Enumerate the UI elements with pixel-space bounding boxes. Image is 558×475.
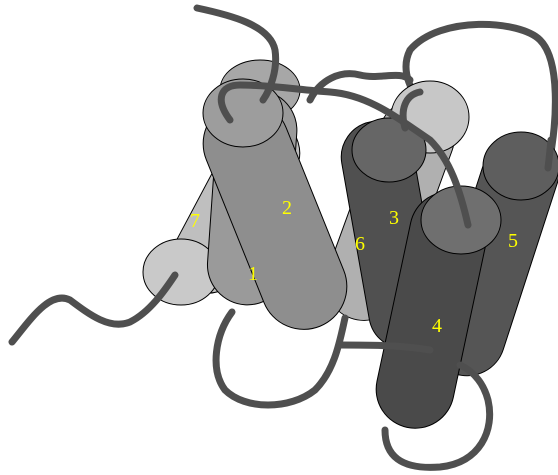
helix-3-label: 3 (389, 207, 399, 229)
top-loop-helix5-end (548, 140, 551, 168)
helix-4-label: 4 (432, 315, 442, 337)
helix-2-label: 2 (282, 197, 292, 219)
helix-1-label: 1 (248, 263, 258, 285)
helix-7-label: 7 (190, 210, 200, 232)
helix-6-label: 6 (355, 233, 365, 255)
helix-5-label: 5 (508, 230, 518, 252)
bottom-loop-helix1-helix7 (216, 312, 345, 405)
